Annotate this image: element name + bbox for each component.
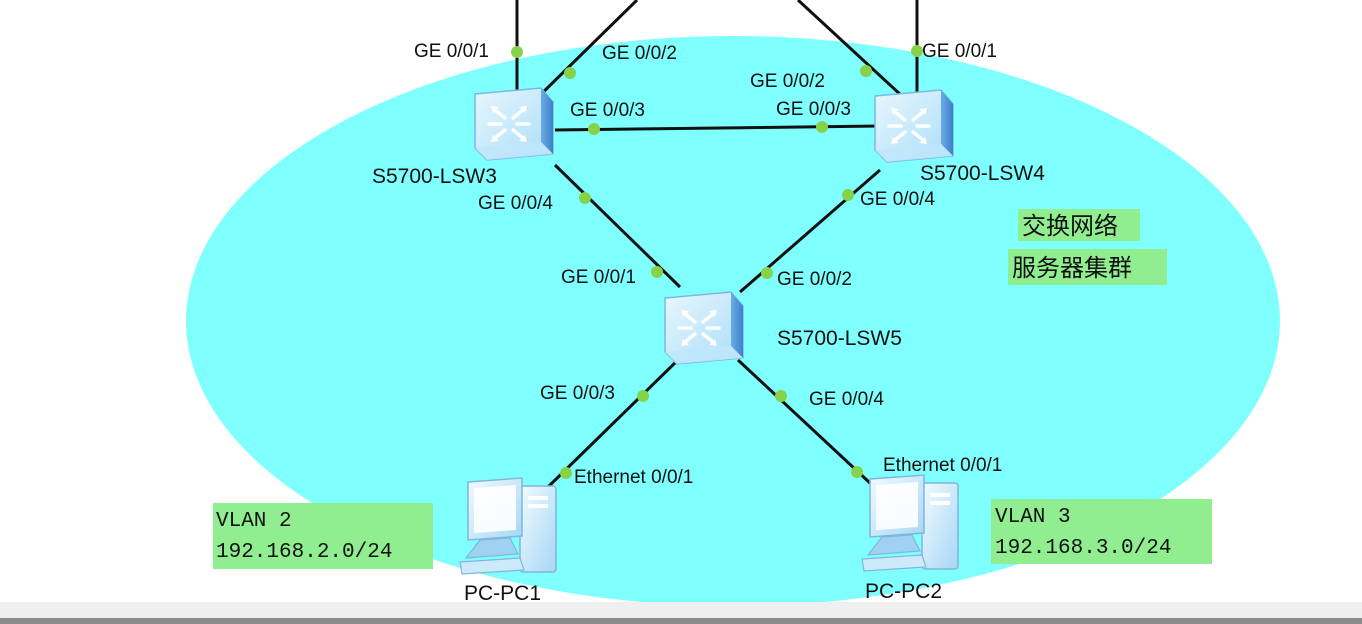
link-lsw4-up2 (796, 0, 904, 98)
port-dot (588, 123, 600, 135)
port-label-lsw3-ge001: GE 0/0/1 (414, 41, 489, 62)
vlan2-title: VLAN 2 (216, 510, 292, 533)
switch-icon (873, 88, 955, 164)
port-label-pc2-eth001: Ethernet 0/0/1 (883, 455, 1002, 476)
port-dot (851, 466, 863, 478)
device-label-pc1: PC-PC1 (464, 582, 541, 602)
vlan3-subnet: 192.168.3.0/24 (995, 537, 1171, 560)
switch-lsw3[interactable] (473, 86, 555, 162)
port-dot (775, 390, 787, 402)
zone-label-box-1 (1018, 209, 1140, 241)
switch-icon (473, 86, 555, 162)
port-dot (651, 266, 663, 278)
vlan3-title: VLAN 3 (995, 506, 1071, 529)
port-label-lsw3-ge002: GE 0/0/2 (602, 43, 677, 64)
vlan2-label-box (213, 503, 433, 569)
switch-icon (663, 290, 745, 366)
port-dot (511, 46, 523, 58)
port-label-lsw3-ge003: GE 0/0/3 (570, 100, 645, 121)
port-dot (579, 192, 591, 204)
port-label-lsw5-ge004: GE 0/0/4 (809, 389, 884, 410)
port-label-lsw4-ge002: GE 0/0/2 (750, 71, 825, 92)
port-label-lsw3-ge004: GE 0/0/4 (478, 193, 553, 214)
port-label-lsw4-ge001: GE 0/0/1 (922, 41, 997, 62)
vlan2-subnet: 192.168.2.0/24 (216, 541, 392, 564)
zone-label-line2: 服务器集群 (1012, 254, 1132, 282)
port-dot (637, 390, 649, 402)
switch-lsw5[interactable] (663, 290, 745, 366)
port-label-lsw4-ge003: GE 0/0/3 (776, 99, 851, 120)
port-dot (911, 45, 923, 57)
canvas-bottom-strip (0, 602, 1362, 618)
device-labels: S5700-LSW3 S5700-LSW4 S5700-LSW5 PC-PC1 … (372, 162, 1045, 602)
horizontal-scrollbar[interactable] (0, 618, 1362, 624)
port-label-lsw5-ge003: GE 0/0/3 (540, 383, 615, 404)
link-lsw3-up2 (528, 0, 639, 107)
vlan3-label-box (991, 499, 1212, 564)
port-dot (842, 189, 854, 201)
switch-lsw4[interactable] (873, 88, 955, 164)
port-dot (564, 67, 576, 79)
device-label-lsw3: S5700-LSW3 (372, 165, 497, 188)
port-labels: GE 0/0/1 GE 0/0/2 GE 0/0/1 GE 0/0/2 GE 0… (414, 41, 1002, 488)
device-label-lsw5: S5700-LSW5 (777, 327, 902, 350)
vlan3-label: VLAN 3 192.168.3.0/24 (991, 499, 1212, 564)
zone-label-line1: 交换网络 (1022, 212, 1118, 240)
port-dot (860, 65, 872, 77)
topology-canvas: GE 0/0/1 GE 0/0/2 GE 0/0/1 GE 0/0/2 GE 0… (186, 0, 1280, 602)
zone-label: 交换网络 服务器集群 (1008, 209, 1167, 285)
link-lsw5-pc2 (736, 358, 872, 485)
port-label-lsw4-ge004: GE 0/0/4 (860, 189, 935, 210)
device-label-lsw4: S5700-LSW4 (920, 162, 1045, 185)
port-label-lsw5-ge002: GE 0/0/2 (777, 269, 852, 290)
port-dot (816, 121, 828, 133)
port-label-pc1-eth001: Ethernet 0/0/1 (574, 467, 693, 488)
link-lsw5-pc1 (546, 356, 682, 489)
port-label-lsw5-ge001: GE 0/0/1 (561, 267, 636, 288)
port-dots (511, 45, 923, 479)
port-dot (560, 467, 572, 479)
device-label-pc2: PC-PC2 (865, 580, 942, 602)
vlan2-label: VLAN 2 192.168.2.0/24 (213, 503, 433, 569)
port-dot (761, 267, 773, 279)
zone-label-box-2 (1008, 249, 1167, 285)
